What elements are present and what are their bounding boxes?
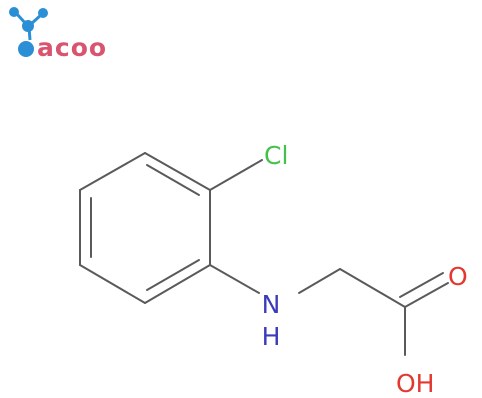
- bond-n-ch2: [298, 268, 341, 294]
- bond-lines: [79, 152, 449, 356]
- bond-ring-4: [79, 264, 146, 304]
- logo-wordmark: acoo: [37, 33, 107, 62]
- bond-c-n: [209, 264, 260, 294]
- bond-ring-1: [144, 152, 211, 191]
- atom-hydroxyl-label: OH: [396, 369, 434, 398]
- bond-ring-double-1: [146, 164, 200, 196]
- atom-nitrogen-label: N: [262, 290, 281, 319]
- bond-c-cl: [209, 159, 263, 191]
- bond-ring-3: [144, 264, 211, 304]
- atom-carbonyl-oxygen-label: O: [448, 262, 468, 291]
- bond-ring-6: [79, 152, 146, 191]
- atom-chlorine-label: Cl: [264, 141, 288, 170]
- bond-ch2-c: [339, 268, 406, 308]
- atom-hydrogen-label: H: [262, 322, 281, 351]
- bond-ring-double-2: [146, 259, 200, 291]
- molecule-logo-icon: [9, 7, 48, 57]
- logo: acoo: [9, 7, 107, 62]
- bond-c-o-double-a: [404, 282, 449, 308]
- bond-c-o-double-b: [399, 272, 444, 298]
